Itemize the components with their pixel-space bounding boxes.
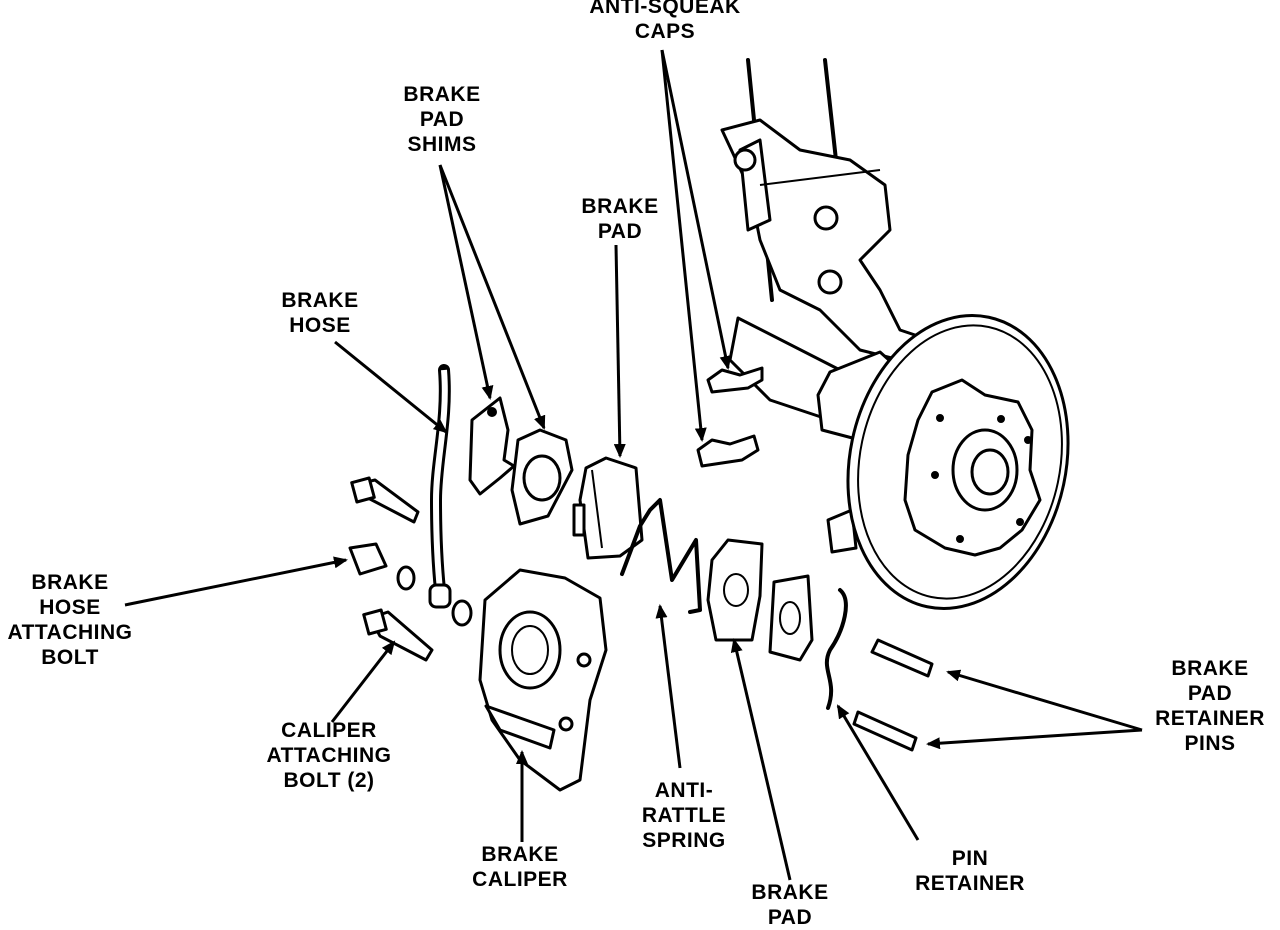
label-line: SPRING xyxy=(642,829,726,852)
label-pin-retainer: PIN RETAINER xyxy=(900,846,1040,896)
brake-pad-shims xyxy=(468,396,574,526)
leader-arrows xyxy=(124,49,1143,881)
label-brake-hose: BRAKE HOSE xyxy=(270,288,370,338)
pin-retainer-part xyxy=(824,588,848,710)
label-line: BRAKE xyxy=(581,195,659,218)
label-line: RATTLE xyxy=(641,804,727,827)
label-line: PIN xyxy=(951,847,989,870)
label-line: PAD xyxy=(597,220,643,243)
label-line: ATTACHING xyxy=(7,621,133,644)
label-line: CAPS xyxy=(634,20,696,43)
label-brake-pad-shims: BRAKE PAD SHIMS xyxy=(390,82,494,157)
label-brake-hose-attaching-bolt: BRAKE HOSE ATTACHING BOLT xyxy=(0,570,140,670)
label-line: BOLT xyxy=(41,646,99,669)
label-brake-pad-top: BRAKE PAD xyxy=(570,194,670,244)
label-line: RETAINER xyxy=(1155,707,1265,730)
label-line: BRAKE xyxy=(481,843,559,866)
strut-assembly xyxy=(720,58,932,554)
brake-hose xyxy=(428,364,452,609)
retainer-pins xyxy=(852,638,934,752)
anti-rattle-spring-part xyxy=(620,498,702,614)
label-line: ATTACHING xyxy=(266,744,392,767)
label-line: CALIPER xyxy=(281,719,377,742)
label-anti-squeak-caps: ANTI-SQUEAK CAPS xyxy=(580,0,750,44)
label-line: BOLT (2) xyxy=(283,769,375,792)
label-caliper-attaching-bolt: CALIPER ATTACHING BOLT (2) xyxy=(254,718,404,793)
brake-pad-outer xyxy=(706,538,814,662)
bolts xyxy=(348,476,473,662)
rotor xyxy=(846,314,1070,610)
label-line: RETAINER xyxy=(915,872,1025,895)
label-line: PINS xyxy=(1184,732,1236,755)
anti-squeak-caps xyxy=(696,366,764,468)
label-line: HOSE xyxy=(39,596,101,619)
label-line: BRAKE xyxy=(281,289,359,312)
label-brake-caliper: BRAKE CALIPER xyxy=(460,842,580,892)
label-line: BRAKE xyxy=(751,881,829,904)
label-line: BRAKE xyxy=(31,571,109,594)
label-anti-rattle-spring: ANTI- RATTLE SPRING xyxy=(624,778,744,853)
label-line: BRAKE xyxy=(403,83,481,106)
label-line: PAD xyxy=(1187,682,1233,705)
label-line: ANTI-SQUEAK xyxy=(589,0,741,18)
label-line: HOSE xyxy=(289,314,351,337)
label-brake-pad-bottom: BRAKE PAD xyxy=(740,880,840,930)
brake-caliper-part xyxy=(478,568,608,792)
label-line: PAD xyxy=(419,108,465,131)
label-line: PAD xyxy=(767,906,813,929)
label-line: BRAKE xyxy=(1171,657,1249,680)
label-line: ANTI- xyxy=(654,779,714,802)
label-brake-pad-retainer-pins: BRAKE PAD RETAINER PINS xyxy=(1140,656,1280,756)
label-line: SHIMS xyxy=(407,133,477,156)
label-line: CALIPER xyxy=(472,868,568,891)
